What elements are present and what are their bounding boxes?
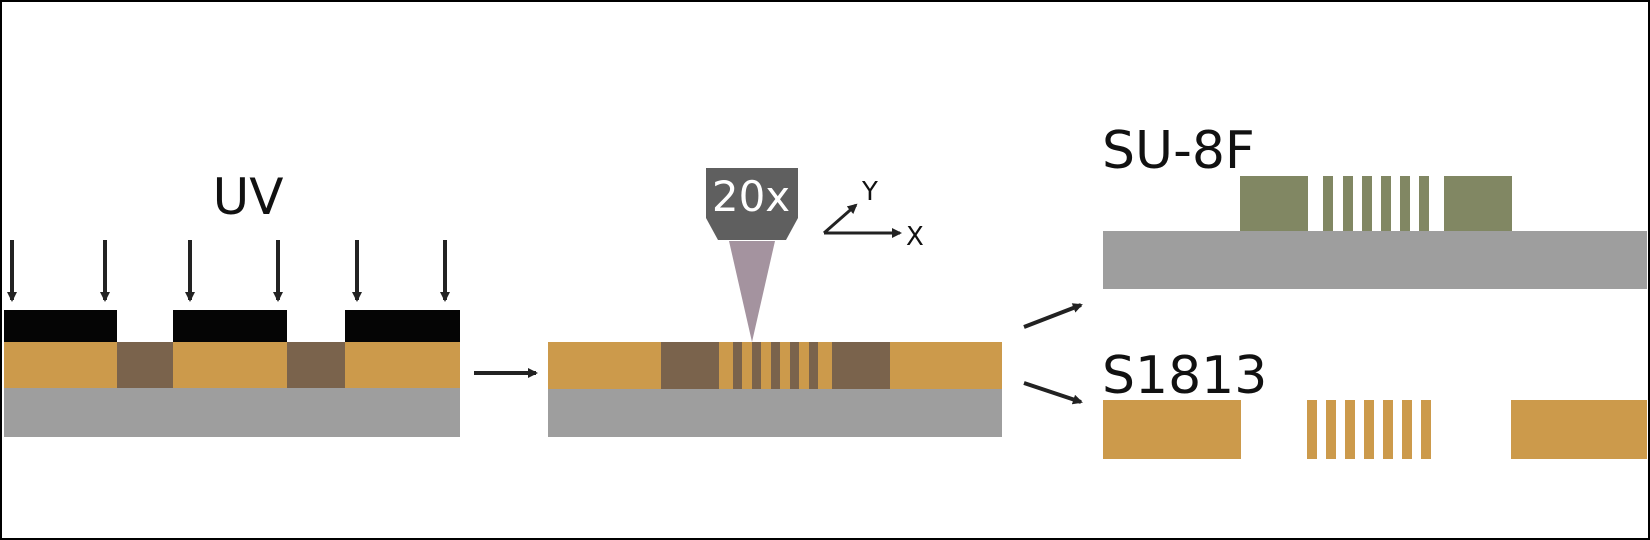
substrate-step1 [4,388,460,437]
step-uv-exposure: UV [4,168,460,437]
s1813-grating-line [1421,400,1431,459]
s1813-grating-line [1307,400,1317,459]
su8f-label: SU-8F [1102,121,1255,181]
unexposed-resist [4,342,117,388]
su8f-pad [1240,176,1308,231]
exposed-grating [733,342,818,389]
su8f-grating-line [1381,176,1391,231]
su8f-substrate [1103,231,1647,289]
process-arrow-down [1023,381,1083,405]
s1813-grating-line [1345,400,1355,459]
su8f-grating-line [1419,176,1429,231]
step-laser-writing: 20x Y X [548,168,1002,437]
uv-label: UV [213,168,284,226]
s1813-grating-line [1402,400,1412,459]
axis-y-line [823,203,858,235]
s1813-label: S1813 [1102,346,1267,406]
s1813-grating-line [1383,400,1393,459]
objective-magnification: 20x [712,172,790,221]
exposed-resist [117,342,173,388]
axis-x-label: X [906,222,924,252]
su8f-features [1240,176,1512,231]
resist-layer-step1 [4,342,460,388]
grating-line [752,342,761,389]
objective-body [706,168,798,240]
axis-y-label: Y [861,177,878,207]
mask-segment [345,310,460,342]
resist-layer-step2 [548,342,1002,389]
result-s1813: S1813 [1102,346,1647,459]
exposed-resist [287,342,345,388]
su8f-pad [1444,176,1512,231]
unexposed-resist [173,342,287,388]
s1813-features [1103,400,1647,459]
axis-indicator: Y X [823,177,924,252]
s1813-grating-line [1326,400,1336,459]
grating-line [790,342,799,389]
grating-line [809,342,818,389]
mask-segment [173,310,287,342]
process-arrow-up [1023,303,1083,329]
su8f-grating-line [1343,176,1353,231]
su8f-grating-line [1362,176,1372,231]
unexposed-resist [345,342,460,388]
laser-beam [729,241,775,342]
su8f-grating-line [1323,176,1333,231]
s1813-block [1103,400,1241,459]
objective-lens: 20x [706,168,798,240]
mask-segment [4,310,117,342]
substrate-step2 [548,389,1002,437]
photomask [4,310,460,342]
result-su8f: SU-8F [1102,121,1647,289]
su8f-grating-line [1400,176,1410,231]
s1813-grating-line [1364,400,1374,459]
grating-line [771,342,780,389]
exposed-pad [661,342,719,389]
grating-line [733,342,742,389]
exposed-pad [832,342,890,389]
s1813-block [1511,400,1647,459]
uv-arrows [7,240,450,302]
